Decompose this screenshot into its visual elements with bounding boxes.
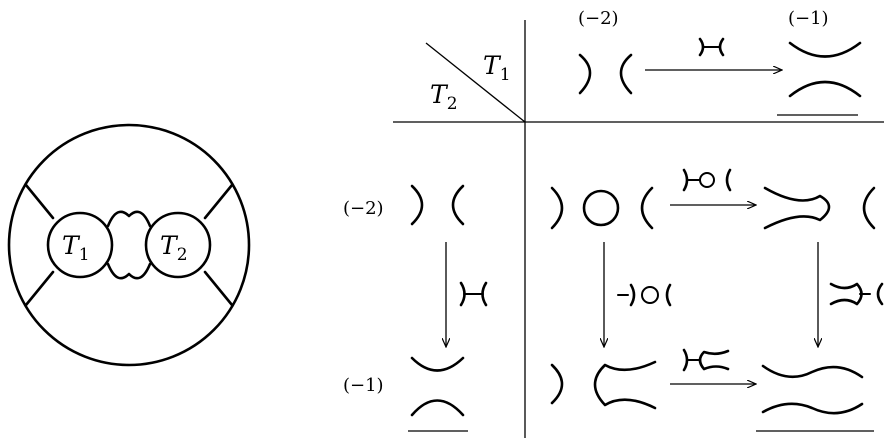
resolution-table: T1 T2 (−2) (−1) (−2) (−1) bbox=[343, 8, 884, 438]
corner-label-t1: T1 bbox=[483, 51, 511, 85]
tangle-t1-disc bbox=[46, 211, 114, 279]
row-arrow-saddle-icon bbox=[459, 281, 488, 307]
tangle-t2-disc bbox=[144, 211, 212, 279]
row-1-resolution bbox=[408, 356, 468, 432]
connector-bottom bbox=[106, 262, 152, 280]
corner-diagonal bbox=[425, 42, 526, 123]
tangle-t1-label: T1 bbox=[62, 231, 90, 265]
header-arrow-saddle-icon bbox=[698, 37, 725, 57]
corner-label-t2: T2 bbox=[430, 80, 458, 114]
connector-top bbox=[106, 210, 152, 228]
column-degree-1: (−2) bbox=[578, 8, 619, 29]
cell-00-right-saddle-icon bbox=[682, 168, 732, 192]
row-degree-2: (−1) bbox=[343, 375, 384, 396]
cell-00-down-saddle-icon bbox=[617, 283, 672, 307]
column-degree-2: (−1) bbox=[788, 8, 829, 29]
cell-10-resolution bbox=[550, 360, 657, 410]
strand-upper-right bbox=[203, 183, 234, 220]
outer-circle bbox=[7, 123, 251, 367]
row-degree-1: (−2) bbox=[343, 198, 384, 219]
header-1-resolution bbox=[777, 41, 862, 116]
row-0-resolution bbox=[410, 184, 465, 226]
tangle-sum-diagram: T1 T2 bbox=[7, 123, 251, 367]
cell-01-down-saddle-icon bbox=[829, 282, 884, 306]
header-0-resolution bbox=[578, 53, 633, 95]
strand-lower-right bbox=[203, 270, 234, 307]
cell-10-right-saddle-icon bbox=[682, 348, 730, 372]
strand-lower-left bbox=[24, 270, 55, 307]
cell-11-resolution bbox=[756, 364, 874, 432]
cell-01-resolution bbox=[763, 186, 876, 230]
tangle-t2-label: T2 bbox=[160, 231, 188, 265]
strand-upper-left bbox=[24, 183, 55, 220]
cell-00-resolution bbox=[550, 186, 654, 230]
